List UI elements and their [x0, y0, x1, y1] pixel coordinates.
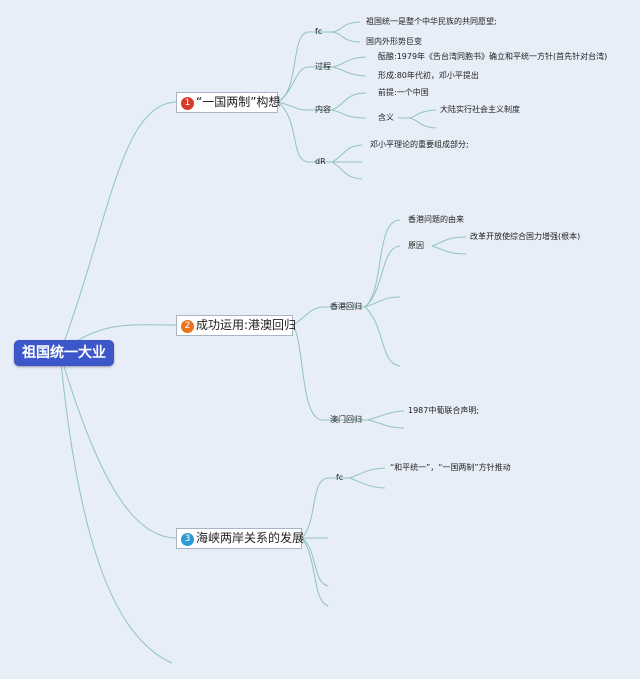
node-deng-theory[interactable]: 邓小平理论的重要组成部分;: [370, 140, 469, 149]
topic-label: 海峡两岸关系的发展: [196, 531, 305, 545]
node-hk-return[interactable]: 香港回归: [330, 302, 362, 311]
node-dr[interactable]: dR: [315, 157, 326, 166]
number-1-icon: 1: [181, 97, 194, 110]
node-premise[interactable]: 前提:一个中国: [378, 88, 429, 97]
topic-label: “一国两制”构想: [196, 95, 281, 109]
node-peaceful-unification[interactable]: “和平统一”，“一国两制”方针推动: [390, 463, 511, 472]
node-fc[interactable]: fc: [315, 27, 323, 36]
node-reason[interactable]: 原因: [408, 241, 424, 250]
node-hk-origin[interactable]: 香港问题的由来: [408, 215, 464, 224]
node-sino-portuguese-declaration[interactable]: 1987中葡联合声明;: [408, 406, 480, 415]
node-formation[interactable]: 形成:80年代初，邓小平提出: [378, 71, 479, 80]
node-situation[interactable]: 国内外形势巨变: [366, 37, 422, 46]
node-wish[interactable]: 祖国统一是整个中华民族的共同愿望;: [366, 17, 497, 26]
node-content[interactable]: 内容: [315, 105, 331, 114]
root-topic[interactable]: 祖国统一大业: [14, 340, 114, 366]
topic-one-country-two-systems[interactable]: 1“一国两制”构想: [176, 92, 281, 113]
node-fc-3[interactable]: fc: [336, 473, 344, 482]
node-process[interactable]: 过程: [315, 62, 331, 71]
node-reform-opening[interactable]: 改革开放使综合国力增强(根本): [470, 232, 581, 241]
node-socialist-system[interactable]: 大陆实行社会主义制度: [440, 105, 520, 114]
node-brewing[interactable]: 酝酿:1979年《告台湾同胞书》确立和平统一方针(首先针对台湾): [378, 52, 608, 61]
node-meaning[interactable]: 含义: [378, 113, 394, 122]
node-macau-return[interactable]: 澳门回归: [330, 415, 362, 424]
number-3-icon: 3: [181, 533, 194, 546]
number-2-icon: 2: [181, 320, 194, 333]
topic-label: 成功运用:港澳回归: [196, 318, 297, 332]
